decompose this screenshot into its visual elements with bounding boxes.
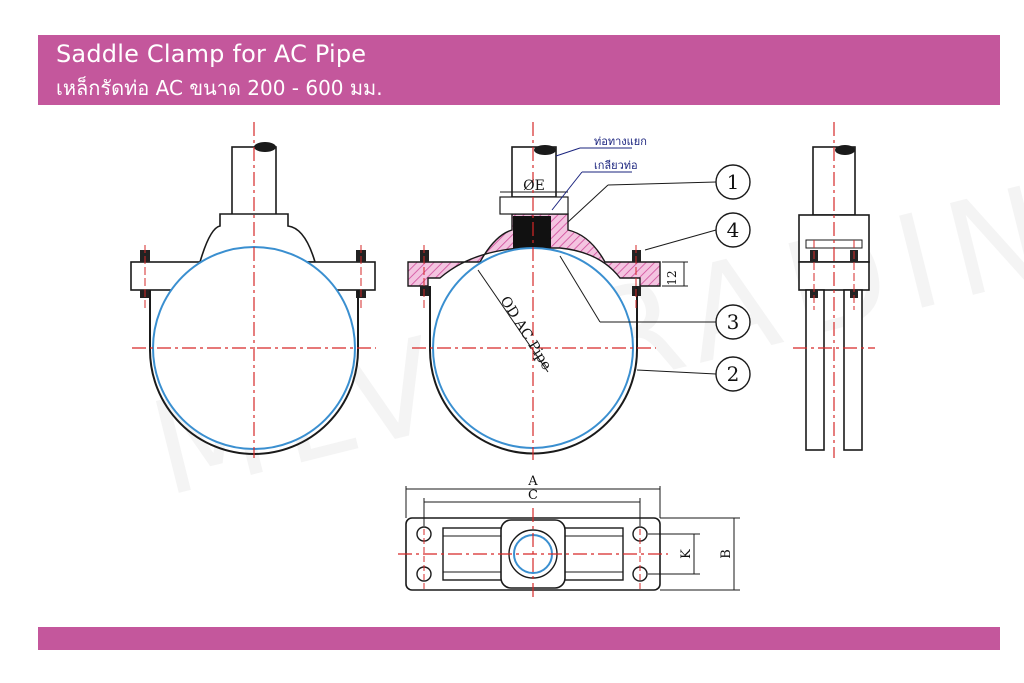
dim-c-label: C <box>528 488 538 503</box>
plan-view <box>398 486 740 598</box>
callout-2: 2 <box>727 362 740 386</box>
side-view <box>793 122 875 458</box>
front-view <box>130 122 376 458</box>
callout-4: 4 <box>727 218 740 242</box>
dim-b-label: B <box>719 549 734 559</box>
page-title: Saddle Clamp for AC Pipe <box>56 40 367 68</box>
callout-3: 3 <box>727 310 740 334</box>
header-band <box>38 35 1000 105</box>
page-subtitle: เหล็กรัดท่อ AC ขนาด 200 - 600 มม. <box>56 76 383 100</box>
dim-e-label: ØE <box>523 178 545 194</box>
callout-1: 1 <box>727 170 740 194</box>
dim-12-label: 12 <box>665 270 679 285</box>
footer-band <box>38 627 1000 650</box>
dim-a-label: A <box>527 474 538 489</box>
callout-thread: เกลียวท่อ <box>594 159 638 172</box>
section-view <box>407 122 751 460</box>
dim-k-label: K <box>679 549 694 559</box>
callout-branch-pipe: ท่อทางแยก <box>594 135 647 148</box>
